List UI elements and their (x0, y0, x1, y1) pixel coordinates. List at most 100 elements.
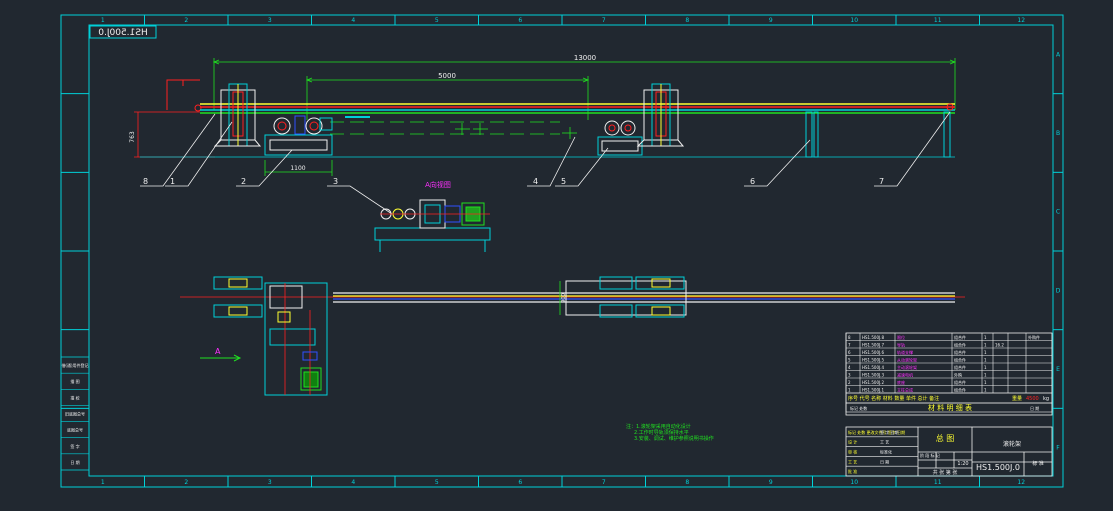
title-mid-row: 标准化 (880, 449, 892, 455)
side-block-row: 底图总号 (67, 427, 83, 433)
plan-stand-left (213, 276, 263, 318)
bom-cell-qty: 1 (984, 343, 987, 348)
bom-cell-no: 6 (848, 350, 851, 355)
view-a-arrow: A (200, 347, 242, 362)
bom-mass-unit: kg (1043, 396, 1049, 402)
bom-cell-qty: 1 (984, 358, 987, 363)
side-block-row: 描 校 (70, 394, 79, 400)
plan-stand-right (565, 276, 687, 318)
row-letter-right: A (1056, 51, 1061, 58)
view-a-title: A向视图 (425, 180, 451, 189)
bom-cell-material: 组合件 (954, 387, 966, 393)
dimension-base-width (264, 160, 333, 176)
bom-cell-no: 4 (848, 365, 851, 370)
title-block-left: 标记 处数 更改文件号 签字 日期签 字 日期设 计工 艺审 核标准化工 艺日 … (846, 429, 918, 474)
column-number-top: 1 (101, 17, 105, 24)
bom-cell-material: 组合件 (954, 379, 966, 385)
elevation-view: 13000 5000 763 (129, 54, 957, 215)
bom-cell-name: 从动滚轮架 (897, 357, 917, 363)
bom-cell-qty: 1 (984, 335, 987, 340)
bom-cell-note: 外购件 (1028, 334, 1040, 340)
column-number-bottom: 4 (351, 479, 355, 486)
plan-rail (333, 292, 955, 303)
column-number-top: 4 (351, 17, 355, 24)
limit-switch-left (166, 79, 202, 112)
column-number-bottom: 2 (184, 479, 188, 486)
column-number-top: 10 (850, 17, 858, 24)
callout-4: 4 (533, 177, 538, 186)
column-number-bottom: 11 (934, 479, 942, 486)
callout-2: 2 (241, 177, 246, 186)
dimension-base-width-text: 1100 (290, 165, 305, 172)
bom-cell-name: 减速电机 (897, 372, 913, 378)
column-number-top: 5 (435, 17, 439, 24)
border-ticks (61, 15, 1063, 487)
plan-view: 900 A (180, 276, 965, 396)
bom-cell-material: 外购 (954, 372, 962, 378)
column-number-top: 8 (685, 17, 689, 24)
drive-base-left (264, 115, 333, 156)
bom-cell-name: 轨道支撑 (897, 349, 913, 355)
callout-7: 7 (879, 177, 884, 186)
bom-cell-code: HS1.500J.7 (862, 343, 884, 348)
title-left-row: 设 计 (848, 439, 857, 445)
bom-cell-material: 组合件 (954, 357, 966, 363)
side-block-row: 签 字 (70, 443, 79, 449)
bom-cell-code: HS1.500J.8 (862, 335, 884, 340)
column-number-top: 9 (769, 17, 773, 24)
view-a-detail: A向视图 (374, 180, 491, 252)
bom-cell-no: 8 (848, 335, 851, 340)
column-number-top: 7 (602, 17, 606, 24)
callout-5: 5 (561, 177, 566, 186)
bom-cell-name: 导轨 (897, 342, 905, 348)
side-block-row: 日 期 (70, 459, 79, 465)
column-number-top: 2 (184, 17, 188, 24)
title-left-row: 审 核 (848, 449, 857, 455)
bom-sub-left: 标记 处数 (850, 405, 867, 411)
bom-cell-name: 主动滚轮架 (897, 364, 917, 370)
column-number-top: 12 (1017, 17, 1025, 24)
bom-cell-code: HS1.500J.6 (862, 350, 884, 355)
callout-3: 3 (333, 177, 338, 186)
dimension-inner-text: 5000 (438, 72, 456, 80)
title-mid-row: 日 期 (880, 458, 889, 464)
bom-cell-code: HS1.500J.3 (862, 373, 884, 378)
bom-cell-name: 底座 (897, 379, 905, 385)
bom-cell-material: 组合件 (954, 364, 966, 370)
bom-cell-material: 组合件 (954, 349, 966, 355)
bom-cell-no: 5 (848, 358, 851, 363)
sheet-title: 总 图 (936, 433, 955, 443)
side-block-row: 描 图 (70, 378, 79, 384)
column-number-bottom: 5 (435, 479, 439, 486)
column-number-bottom: 7 (602, 479, 606, 486)
bom-cell-no: 7 (848, 343, 851, 348)
scale-value: 1:20 (957, 461, 968, 467)
bom-cell-material: 组合件 (954, 334, 966, 340)
dimension-height-text: 763 (129, 131, 136, 143)
side-block-row: 旧底图总号 (65, 411, 85, 417)
dimension-overall-text: 13000 (574, 54, 596, 62)
stage-label: 阶 段 标 记 (920, 452, 940, 458)
bom-cell-code: HS1.500J.5 (862, 358, 884, 363)
dimension-overall (212, 58, 957, 110)
bom-cell-name: 限位 (897, 334, 905, 340)
rail-crosses (455, 123, 577, 139)
column-number-bottom: 6 (518, 479, 522, 486)
title-left-row: 标记 处数 更改文件号 签字 日期 (848, 429, 905, 435)
bom-mass-value: 4500 (1026, 396, 1039, 402)
title-mid-row: 工 艺 (880, 440, 889, 445)
title-mid-row: 签 字 日期 (880, 429, 899, 435)
bom-cell-qty: 1 (984, 373, 987, 378)
column-number-bottom: 12 (1017, 479, 1025, 486)
row-letter-right: C (1056, 209, 1060, 216)
column-stand-right (636, 83, 685, 147)
side-block-row: 借(通)用件登记 (61, 362, 88, 368)
product-name: 滚轮架 (1003, 440, 1021, 448)
column-number-bottom: 10 (850, 479, 858, 486)
dimension-plan-width-text: 900 (561, 293, 567, 303)
bom-cell-mass: 16.2 (995, 343, 1004, 348)
callout-numbers: 8 1 2 3 4 5 6 7 (143, 177, 884, 186)
